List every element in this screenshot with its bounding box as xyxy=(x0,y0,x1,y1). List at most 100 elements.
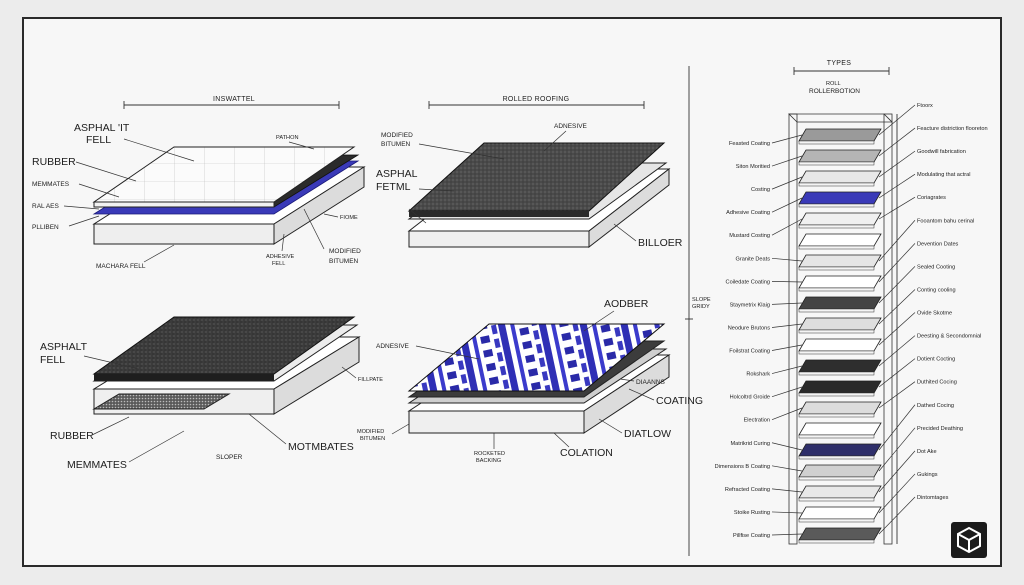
leader-line xyxy=(771,407,803,421)
right-stack-label: Sealed Cooting xyxy=(917,264,955,270)
stack-layer xyxy=(798,128,882,142)
stack-layer xyxy=(798,506,882,520)
right-stack-label: Precided Deathing xyxy=(917,426,963,432)
stack-layer-edge xyxy=(798,308,875,313)
leader-line xyxy=(771,134,803,144)
label-machara-fell: MACHARA FELL xyxy=(96,263,146,270)
leader-line xyxy=(878,496,916,535)
panel-top-left: INSWATTEL ASPHAL 'IT FELL RUBBER MEMMATE… xyxy=(32,96,366,270)
panel-bottom-right: AODBER ADNESIVE DIAANNS COATING MODIFIED… xyxy=(357,298,703,464)
right-stack-label: Feacture distriction flooreton xyxy=(917,126,988,132)
label-ral-aes: RAL AES xyxy=(32,203,60,210)
leader-line xyxy=(771,386,803,397)
left-stack-label: Rokshark xyxy=(746,372,770,378)
label-memmates: MEMMATES xyxy=(32,181,70,188)
stack-side-label-gridy: GRIDY xyxy=(692,304,710,310)
leader-line xyxy=(878,243,916,283)
label-bitumen: BITUMEN xyxy=(329,258,359,265)
leader-line xyxy=(771,218,803,236)
left-stack-label: Neodure Brutons xyxy=(728,325,770,331)
right-stack-label: Ftoorx xyxy=(917,103,933,109)
panel-title: ROLLED ROOFING xyxy=(503,96,570,103)
left-stack-label: Feasted Coating xyxy=(729,141,770,147)
base-slab-front xyxy=(93,223,275,245)
cube-icon xyxy=(951,522,987,558)
stack-layer-edge xyxy=(798,371,875,376)
left-stack-label: Costing xyxy=(751,187,770,193)
left-stack-label: Staymetrix Klaig xyxy=(730,302,770,308)
label-rocketed: ROCKETED xyxy=(474,451,505,457)
left-stack-label: Foilstrat Coating xyxy=(729,349,770,355)
leader-line xyxy=(771,155,803,167)
left-stack-label: Coiledate Coating xyxy=(726,279,770,285)
label-fetml: FETML xyxy=(376,181,411,193)
leader-line xyxy=(771,257,803,262)
stack-layer xyxy=(798,233,882,247)
leader-line xyxy=(771,302,803,305)
stack-layer xyxy=(798,338,882,352)
label-adhesive: ADNESIVE xyxy=(376,343,410,350)
label-modified: MODIFIED xyxy=(329,248,361,255)
stack-layer xyxy=(798,296,882,310)
stack-layer-edge xyxy=(798,266,875,271)
leader-line xyxy=(878,404,916,451)
right-stack-label: Devention Dates xyxy=(917,241,959,247)
right-stack-label: Gukings xyxy=(917,472,938,478)
left-stack-label: Electration xyxy=(744,418,770,424)
stack-layer-edge xyxy=(798,413,875,418)
label-adhesive: ADHESIVE xyxy=(266,254,295,260)
leader-line xyxy=(878,427,916,472)
label-fell: FELL xyxy=(86,134,111,146)
leader-line xyxy=(878,104,916,136)
patterned-coating-sheet xyxy=(407,323,666,392)
leader-line xyxy=(771,365,803,374)
label-diatlow: DIATLOW xyxy=(624,428,671,440)
leader-line xyxy=(771,197,803,213)
leader-line xyxy=(771,442,803,451)
right-stack-label: Conting cooling xyxy=(917,287,956,293)
stack-layer xyxy=(798,317,882,331)
panel-top-right: ROLLED ROOFING MODIFIED BITUMEN ADNESIVE… xyxy=(376,96,683,249)
label-asphalt: ASPHALT xyxy=(40,341,88,353)
leader-line xyxy=(878,335,916,367)
stack-layer-edge xyxy=(798,497,875,502)
right-stack-label: Goodwill fabrication xyxy=(917,149,966,155)
left-stack-label: Granite Deats xyxy=(735,256,770,262)
label-asphal: ASPHAL xyxy=(376,168,418,180)
drawing-sheet: INSWATTEL ASPHAL 'IT FELL RUBBER MEMMATE… xyxy=(22,17,1002,567)
label-adhesive: ADNESIVE xyxy=(554,123,588,130)
label-diaanns: DIAANNS xyxy=(636,379,666,386)
stack-layer-edge xyxy=(798,224,875,229)
label-fell: FELL xyxy=(40,354,65,366)
right-stack-label: Duthited Cocing xyxy=(917,380,957,386)
leader-line xyxy=(771,323,803,328)
leader-line xyxy=(771,488,803,493)
left-stack-label: Matrikrid Curing xyxy=(731,441,770,447)
panel-title: INSWATTEL xyxy=(213,96,255,103)
leader-line xyxy=(878,127,916,157)
right-stack-label: Dot Ake xyxy=(917,449,937,455)
base-slab-side xyxy=(273,166,365,245)
stack-layer-edge xyxy=(798,140,875,145)
left-stack-label: Holcoltrd Groide xyxy=(730,395,770,401)
stack-layer-edge xyxy=(798,392,875,397)
stack-layer xyxy=(798,422,882,436)
types-subtitle-rollerbotion: ROLLERBOTION xyxy=(809,88,860,95)
stack-layer-edge xyxy=(798,350,875,355)
stack-layer xyxy=(798,443,882,457)
left-stack-label: Mustard Costing xyxy=(729,233,770,239)
stack-layers xyxy=(798,128,882,544)
leader-line xyxy=(771,176,803,190)
leader-line xyxy=(878,150,916,178)
stack-layer-edge xyxy=(798,539,875,544)
stack-layer xyxy=(798,401,882,415)
diagram-canvas: INSWATTEL ASPHAL 'IT FELL RUBBER MEMMATE… xyxy=(32,60,988,556)
right-stack-label: Ovide Skotme xyxy=(917,311,952,317)
leader-line xyxy=(878,220,916,262)
stack-layer xyxy=(798,170,882,184)
left-stack-label: Siton Moritied xyxy=(736,164,770,170)
label-rubber: RUBBER xyxy=(50,430,94,442)
right-stack-label: Dintomtages xyxy=(917,495,949,501)
